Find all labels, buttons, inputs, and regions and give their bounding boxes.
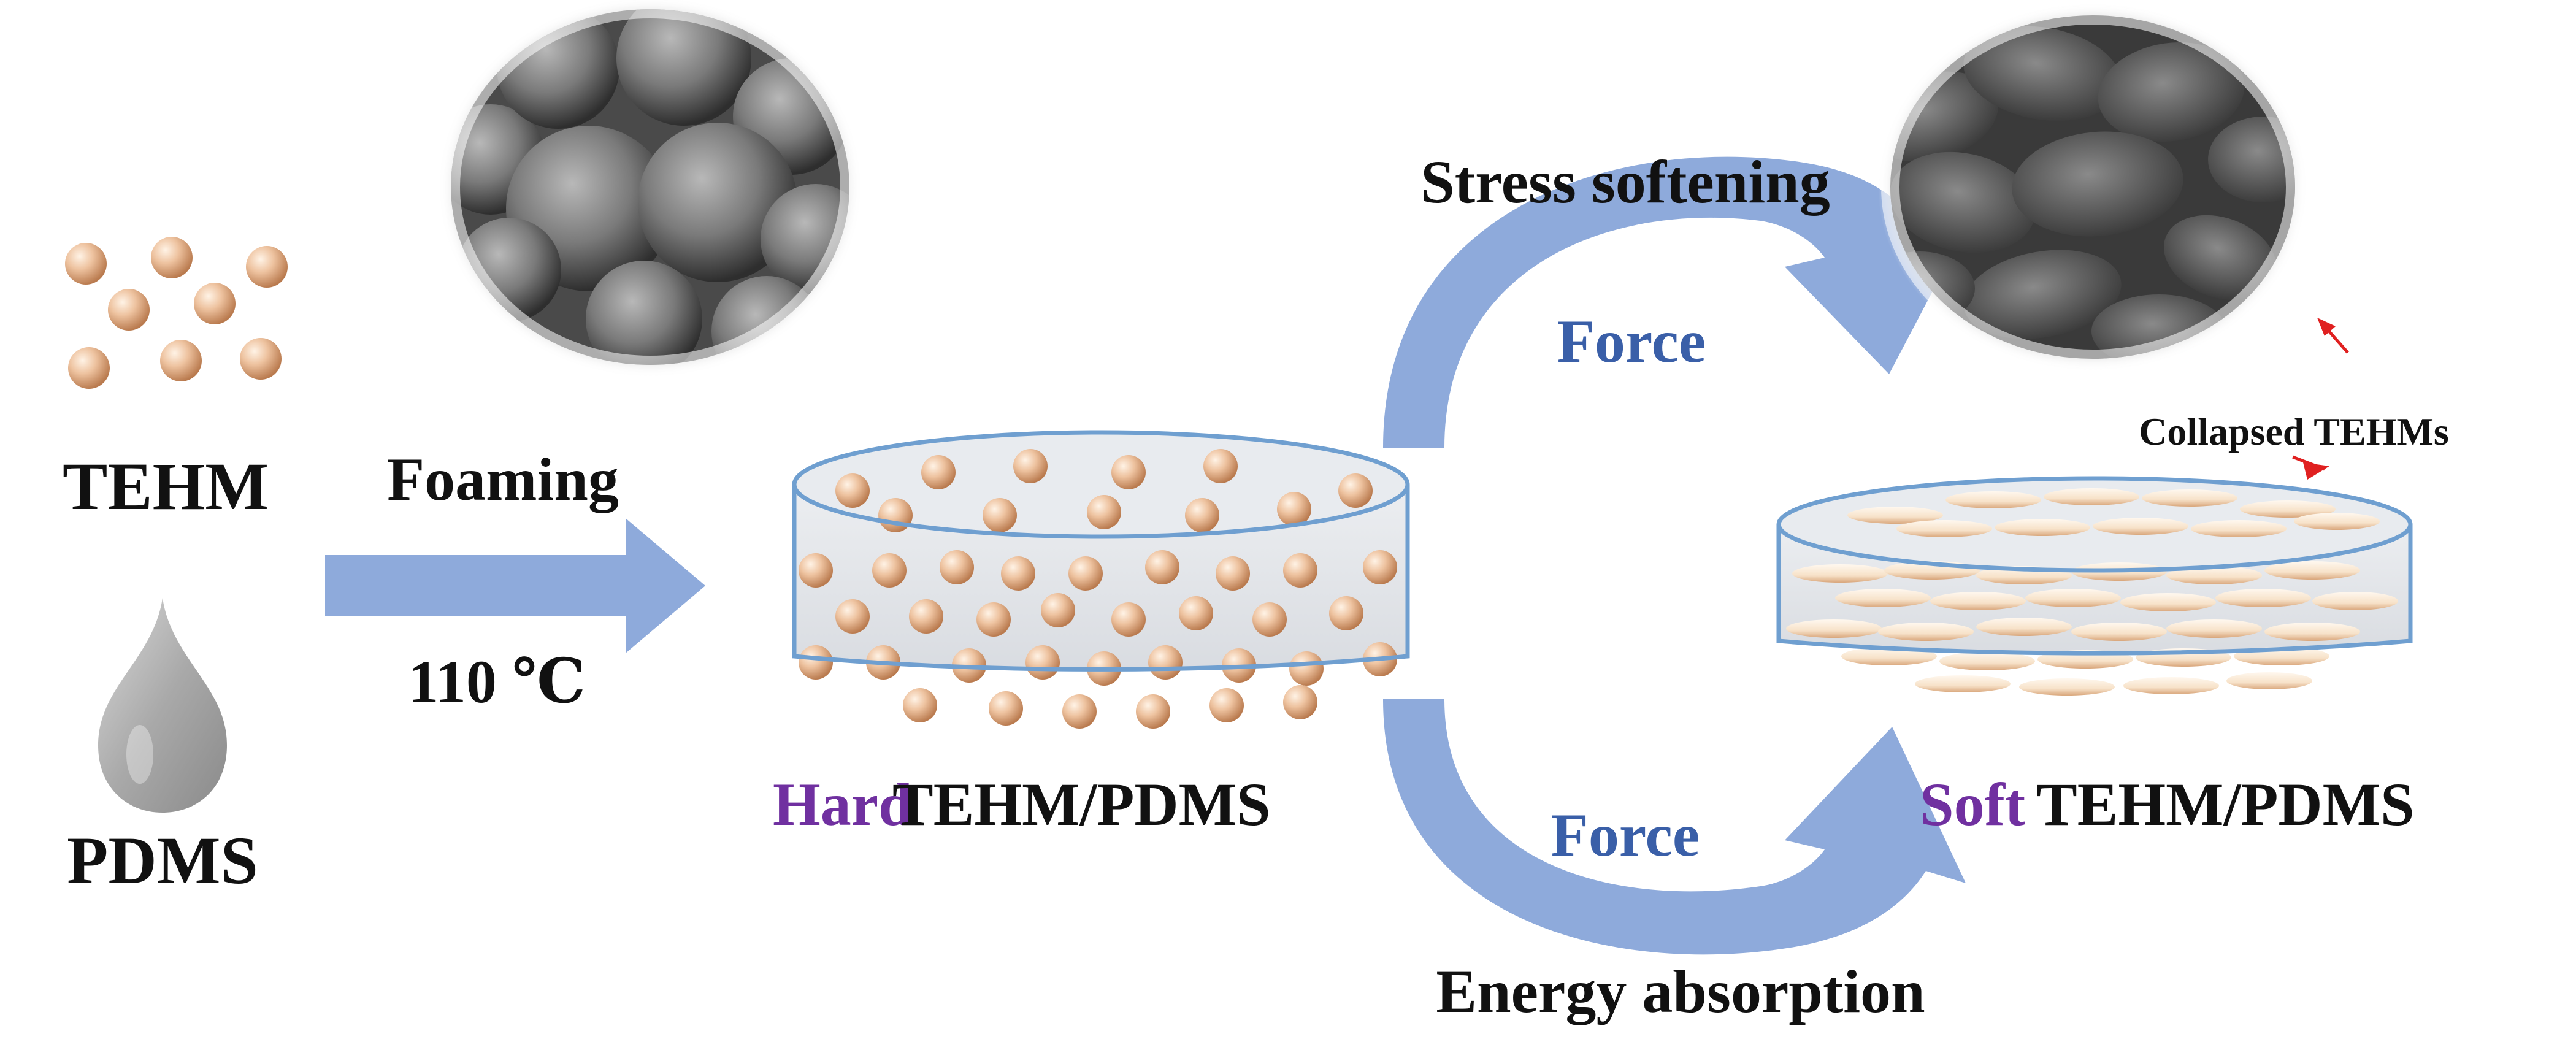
tehm-particle [68, 347, 110, 389]
force-top-label: Force [1557, 307, 1706, 375]
foaming-arrow-icon [325, 518, 705, 653]
hard-word-label: Hard [773, 770, 913, 838]
droplet-highlight [126, 725, 153, 784]
annotation-arrow-icons [2292, 318, 2349, 480]
tehm-particle [246, 246, 288, 288]
tehm-particle [108, 289, 150, 331]
tehm-label: TEHM [63, 449, 269, 524]
soft-material-label: TEHM/PDMS [2036, 770, 2415, 838]
tehm-particle [151, 237, 193, 278]
force-bottom-label: Force [1551, 801, 1700, 869]
force-arrow-bottom-icon [1383, 699, 1966, 955]
collapsed-tehms-label: Collapsed TEHMs [2139, 410, 2449, 453]
sem-image-spheres [439, 0, 862, 377]
soft-word-label: Soft [1920, 770, 2025, 838]
energy-absorption-label: Energy absorption [1436, 957, 1925, 1025]
tehm-particle [65, 243, 107, 285]
pdms-droplet-icon [98, 598, 227, 813]
stress-softening-label: Stress softening [1420, 148, 1830, 216]
sem-image-collapsed [1878, 3, 2307, 371]
tehm-particle [160, 340, 202, 381]
force-arrow-top-icon [1383, 156, 1966, 448]
tehm-particle [194, 283, 236, 324]
pdms-label: PDMS [67, 823, 258, 898]
soft-composite-container [1776, 476, 2413, 696]
temperature-label: 110 ℃ [408, 648, 585, 716]
tehm-particle [240, 338, 282, 380]
tehm-particle-cluster [65, 237, 288, 389]
foaming-label: Foaming [387, 445, 619, 513]
hard-composite-container [792, 430, 1410, 729]
hard-material-label: TEHM/PDMS [892, 770, 1271, 838]
